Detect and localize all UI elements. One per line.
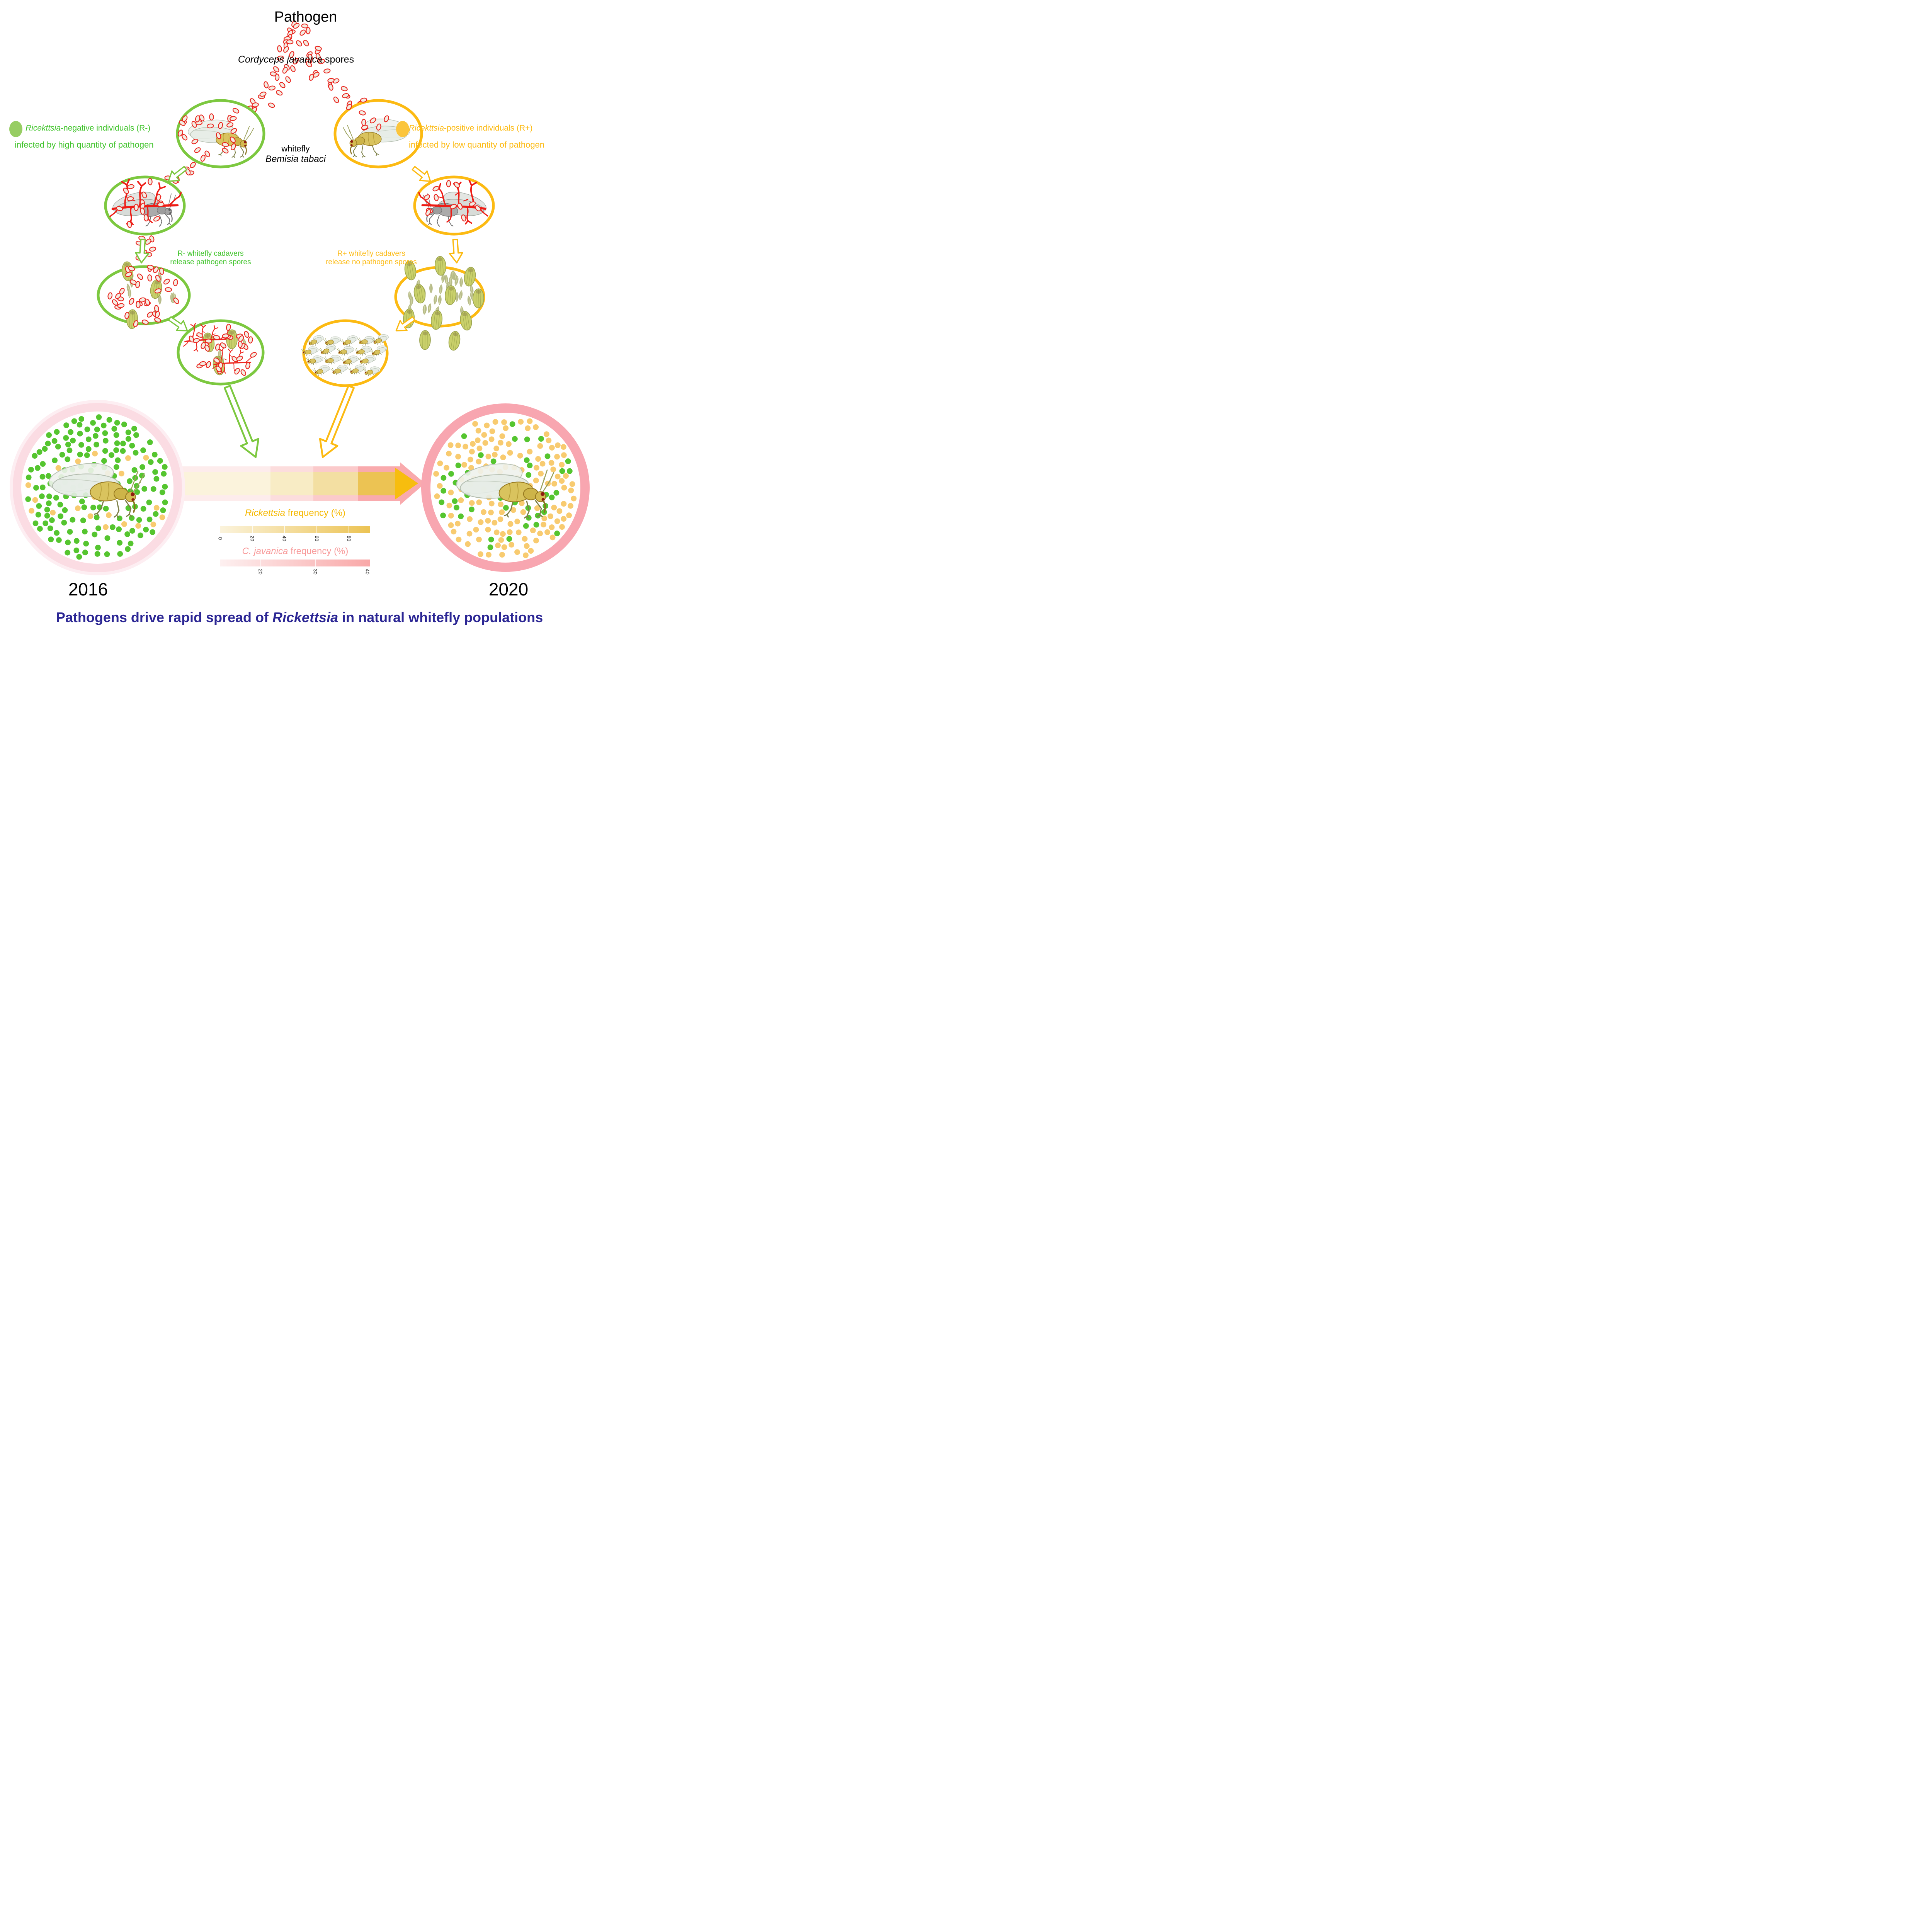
whitefly-latin-name: Bemisia tabaci	[265, 153, 326, 164]
figure-canvas: Pathogen Cordyceps javanica spores Ricek…	[0, 0, 599, 645]
caption-r-positive-cadavers: R+ whitefly cadavers release no pathogen…	[323, 250, 420, 267]
cjavanica-gradient-bar	[220, 560, 370, 566]
cjavanica-scale-rest: frequency (%)	[288, 546, 349, 556]
rickettsia-scale-italic: Rickettsia	[245, 508, 285, 518]
legend-r-positive-rest: -positive individuals (R+)	[444, 124, 533, 133]
whitefly-common-name: whitefly	[281, 144, 310, 153]
year-2016-text: 2016	[68, 579, 108, 599]
rickettsia-tick-20: 20	[249, 536, 255, 541]
rickettsia-tick-0: 0	[217, 537, 223, 540]
cjavanica-scale-italic: C. javanica	[242, 546, 288, 556]
rickettsia-scale-rest: frequency (%)	[285, 508, 346, 518]
caption-l-line2: release pathogen spores	[170, 258, 251, 267]
legend-r-negative-line2: infected by high quantity of pathogen	[15, 140, 154, 150]
year-2016-label: 2016	[57, 579, 119, 600]
population-2016	[10, 400, 185, 575]
figure-title-italic: Rickettsia	[272, 609, 338, 625]
cjavanica-tick-30: 30	[312, 569, 318, 575]
rickettsia-tick-80: 80	[346, 536, 352, 541]
rickettsia-tick-60: 60	[314, 536, 320, 541]
cjavanica-scale-label: C. javanica frequency (%)	[237, 546, 353, 557]
legend-r-positive-line1: Ricekttsia-positive individuals (R+)	[409, 124, 532, 133]
diagram-graphics	[10, 20, 590, 575]
arrow-r2-r3	[448, 238, 464, 264]
caption-l-line1: R- whitefly cadavers	[177, 250, 244, 258]
year-2020-text: 2020	[488, 579, 529, 599]
rickettsia-scale-label: Rickettsia frequency (%)	[237, 508, 353, 519]
legend-r-negative-line2-text: infected by high quantity of pathogen	[15, 140, 154, 150]
rickettsia-gradient-bar	[220, 526, 370, 533]
whitefly-species-label: whitefly Bemisia tabaci	[255, 144, 336, 165]
caption-r-line2: release no pathogen spores	[326, 258, 417, 267]
legend-r-negative-line1: Ricekttsia-negative individuals (R-)	[26, 124, 150, 133]
caption-r-line1: R+ whitefly cadavers	[337, 250, 405, 258]
green-legend-bullet-icon	[9, 121, 22, 137]
caption-r-negative-cadavers: R- whitefly cadavers release pathogen sp…	[164, 250, 257, 267]
legend-r-positive-italic: Ricekttsia	[409, 124, 444, 133]
cjavanica-tick-40: 40	[364, 569, 371, 575]
arrow-l4-timeline	[219, 383, 264, 461]
spores-label-species: Cordyceps javanica	[238, 54, 323, 65]
legend-r-negative-rest: -negative individuals (R-)	[61, 124, 151, 133]
population-2020	[421, 403, 590, 572]
figure-title-pre: Pathogens drive rapid spread of	[56, 609, 273, 625]
frequency-arrow-yellow	[182, 468, 418, 500]
spores-in-circles	[107, 97, 481, 376]
legend-r-negative-italic: Ricekttsia	[26, 124, 61, 133]
pathogen-title: Pathogen	[267, 9, 344, 26]
rickettsia-tick-40: 40	[281, 536, 287, 541]
legend-r-positive-line2: infected by low quantity of pathogen	[409, 140, 544, 150]
arrow-r4-timeline	[314, 383, 360, 461]
figure-title-post: in natural whitefly populations	[338, 609, 543, 625]
cjavanica-tick-20: 20	[257, 569, 264, 575]
legend-r-positive-line2-text: infected by low quantity of pathogen	[409, 140, 545, 150]
yellow-legend-bullet-icon	[396, 121, 409, 137]
pathogen-title-text: Pathogen	[274, 9, 337, 25]
year-2020-label: 2020	[478, 579, 539, 600]
figure-title: Pathogens drive rapid spread of Ricketts…	[0, 609, 599, 626]
spores-label-rest: spores	[322, 54, 354, 65]
spores-label: Cordyceps javanica spores	[228, 54, 364, 66]
